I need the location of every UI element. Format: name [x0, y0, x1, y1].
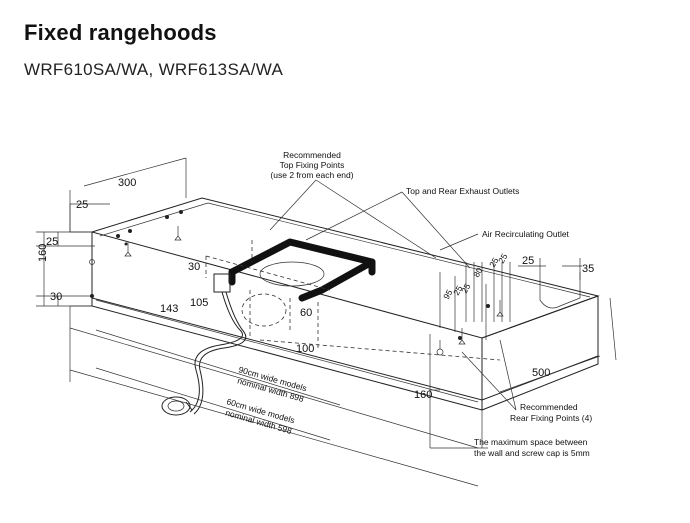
page-title: Fixed rangehoods — [24, 20, 217, 45]
exhaust-duct — [228, 238, 376, 302]
model-numbers: WRF610SA/WA, WRF613SA/WA — [24, 60, 284, 79]
left-extension-lines — [36, 158, 187, 382]
dim-105: 105 — [190, 297, 208, 309]
duct-cutout-dashes — [205, 240, 501, 361]
dim-25d: 25 — [496, 252, 510, 265]
callout-leaders — [269, 179, 517, 411]
power-plug-icon — [161, 396, 193, 416]
left-dimension-marks — [43, 157, 187, 306]
top-fixing-points — [116, 210, 183, 257]
dim-300: 300 — [118, 177, 136, 189]
power-cable — [189, 273, 247, 415]
dim-25-left: 25 — [46, 236, 58, 248]
dim-25a: 25 — [451, 284, 465, 297]
wall-gap-note-line2: the wall and screw cap is 5mm — [474, 448, 590, 458]
dim-95: 95 — [441, 288, 455, 301]
dim-80: 80 — [471, 266, 485, 279]
dim-25-top: 25 — [76, 199, 88, 211]
rangehood-outline — [90, 197, 600, 411]
exhaust-outlets-label: Top and Rear Exhaust Outlets — [406, 186, 519, 196]
dim-25-right: 25 — [522, 255, 534, 267]
dim-100: 100 — [296, 343, 314, 355]
rear-fixing-label-line1: Recommended — [520, 402, 578, 412]
dim-25b: 25 — [459, 282, 473, 295]
right-dimension-lines — [429, 258, 617, 449]
dim-30-left: 30 — [50, 291, 62, 303]
top-fixing-label-line2: Top Fixing Points — [280, 160, 345, 170]
dim-60: 60 — [300, 307, 312, 319]
rear-fixing-points — [436, 262, 511, 356]
dim-160-left: 160 — [37, 244, 49, 262]
rear-fixing-label-line2: Rear Fixing Points (4) — [510, 413, 592, 423]
dim-160-right: 160 — [414, 389, 432, 401]
top-fixing-label-line3: (use 2 from each end) — [270, 170, 353, 180]
dim-143: 143 — [160, 303, 178, 315]
width-dimension-lines — [69, 327, 479, 487]
top-fixing-label-line1: Recommended — [283, 150, 341, 160]
dim-30-mid: 30 — [188, 261, 200, 273]
dim-500: 500 — [532, 367, 550, 379]
dim-35: 35 — [582, 263, 594, 275]
left-fixing-screws — [89, 259, 95, 298]
recirculating-outlet-label: Air Recirculating Outlet — [482, 229, 570, 239]
wall-gap-note-line1: The maximum space between — [474, 437, 588, 447]
dim-25c: 25 — [487, 256, 501, 269]
